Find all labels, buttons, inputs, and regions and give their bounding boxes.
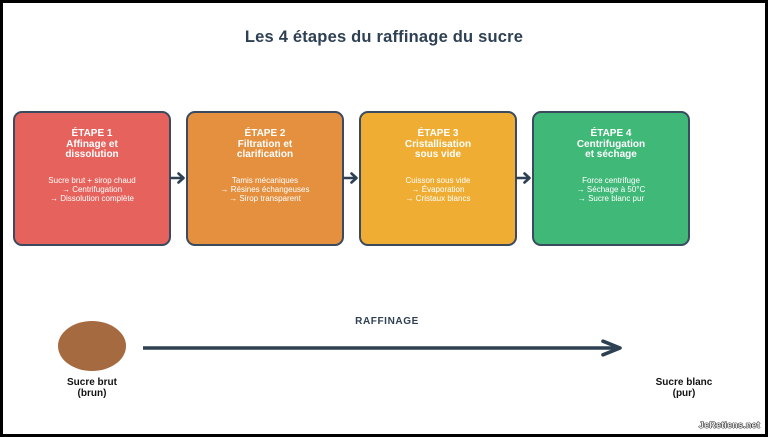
step-2-detail-3: → Sirop transparent <box>229 194 301 204</box>
step-card-1: ÉTAPE 1 Affinage et dissolution Sucre br… <box>13 111 171 246</box>
step-4-title: Centrifugation et séchage <box>576 138 646 160</box>
step-3-title: Cristallisation sous vide <box>404 138 472 160</box>
step-2-label: ÉTAPE 2 <box>244 128 286 139</box>
step-1-label: ÉTAPE 1 <box>71 128 113 139</box>
step-4-detail-2: → Séchage à 50°C <box>576 184 646 194</box>
arrow-right-icon-2 <box>343 171 359 185</box>
step-3-detail-1: Cuisson sous vide <box>405 175 471 185</box>
step-3-detail-3: → Cristaux blancs <box>405 194 471 204</box>
step-1-detail-2: → Centrifugation <box>61 184 123 194</box>
step-card-2: ÉTAPE 2 Filtration et clarification Tami… <box>186 111 344 246</box>
arrow-right-icon-1 <box>170 171 186 185</box>
step-4-label: ÉTAPE 4 <box>590 128 632 139</box>
step-card-3: ÉTAPE 3 Cristallisation sous vide Cuisso… <box>359 111 517 246</box>
arrow-right-icon-3 <box>516 171 532 185</box>
step-1-detail-1: Sucre brut + sirop chaud <box>48 175 136 185</box>
diagram-title: Les 4 étapes du raffinage du sucre <box>244 28 524 46</box>
step-2-title: Filtration et clarification <box>236 138 294 160</box>
flow-label: RAFFINAGE <box>355 316 419 327</box>
watermark: JeRetiens.net <box>698 420 760 430</box>
step-4-detail-3: → Sucre blanc pur <box>577 194 645 204</box>
step-3-label: ÉTAPE 3 <box>417 128 459 139</box>
raw-sugar-ellipse <box>58 321 126 371</box>
start-product-label: Sucre brut (brun) <box>66 377 117 399</box>
step-card-4: ÉTAPE 4 Centrifugation et séchage Force … <box>532 111 690 246</box>
step-4-detail-1: Force centrifuge <box>582 175 640 185</box>
step-2-detail-1: Tamis mécaniques <box>231 175 299 185</box>
step-2-detail-2: → Résines échangeuses <box>220 184 310 194</box>
end-product-label: Sucre blanc (pur) <box>655 377 713 399</box>
step-3-detail-2: → Évaporation <box>411 184 465 194</box>
raffinage-arrow-icon <box>141 338 633 358</box>
step-1-title: Affinage et dissolution <box>65 138 119 160</box>
step-1-detail-3: → Dissolution complète <box>49 194 135 204</box>
